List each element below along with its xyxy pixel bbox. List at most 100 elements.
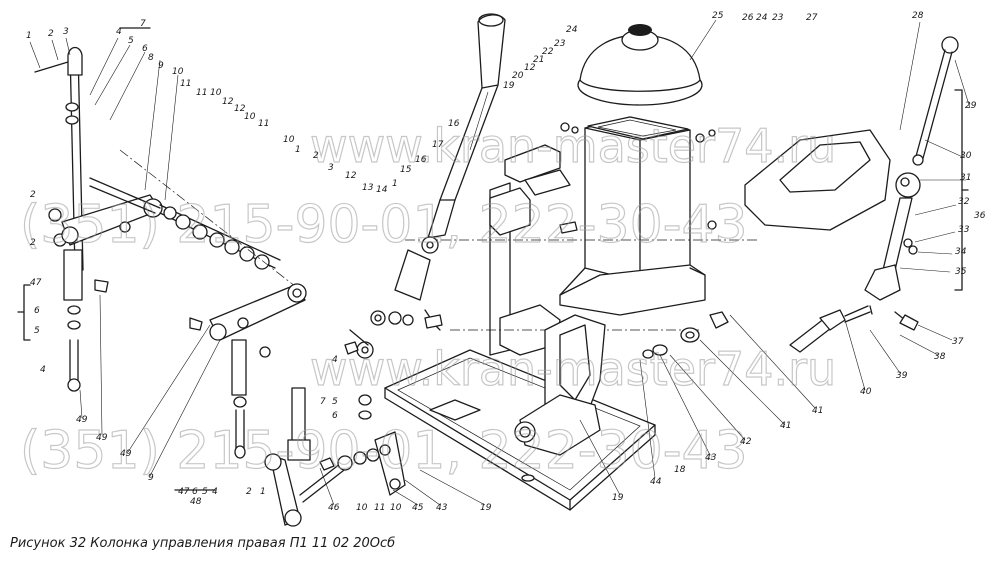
callout-28: 28: [912, 11, 924, 21]
callout-43: 43: [705, 453, 717, 463]
callout-12: 12: [234, 104, 246, 114]
callout-2: 2: [48, 29, 54, 39]
callout-9: 9: [158, 61, 164, 71]
callout-22: 22: [542, 47, 554, 57]
callout-35: 35: [955, 267, 967, 277]
callout-31: 31: [960, 173, 971, 183]
callout-46: 46: [328, 503, 340, 513]
callout-45: 45: [412, 503, 424, 513]
watermark: www.kran-master74.ru (351) 215-90-01, 22…: [19, 118, 836, 481]
callout-19: 19: [612, 493, 624, 503]
callout-38: 38: [934, 352, 946, 362]
callout-24: 24: [756, 13, 768, 23]
callout-11: 11: [196, 88, 207, 98]
left-arm: [61, 149, 301, 291]
callout-41: 41: [780, 421, 791, 431]
callout-12: 12: [524, 63, 536, 73]
callout-48: 48: [190, 497, 202, 507]
callout-23: 23: [772, 13, 784, 23]
callout-23: 23: [554, 39, 566, 49]
callout-6: 6: [332, 411, 338, 421]
callout-21: 21: [533, 55, 544, 65]
callout-6: 6: [34, 306, 40, 316]
callout-25: 25: [712, 11, 724, 21]
small-parts-housing: [424, 122, 717, 329]
callout-49: 49: [120, 449, 132, 459]
callout-30: 30: [960, 151, 972, 161]
callout-16: 16: [415, 155, 427, 165]
callout-10: 10: [210, 88, 222, 98]
callout-12: 12: [345, 171, 357, 181]
lever-bracket: [514, 314, 606, 456]
callout-5: 5: [332, 397, 338, 407]
callout-29: 29: [965, 101, 977, 111]
callout-16: 16: [448, 119, 460, 129]
callout-11: 11: [180, 79, 191, 89]
callout-32: 32: [958, 197, 970, 207]
callout-47: 47: [178, 487, 190, 497]
callout-19: 19: [503, 81, 515, 91]
callout-3: 3: [63, 27, 69, 37]
callout-4: 4: [116, 27, 122, 37]
callout-5: 5: [128, 36, 134, 46]
callout-1: 1: [392, 179, 398, 189]
callout-6: 6: [142, 44, 148, 54]
callout-1: 1: [295, 145, 301, 155]
callout-42: 42: [740, 437, 752, 447]
callout-40: 40: [860, 387, 872, 397]
callout-47: 47: [30, 278, 42, 288]
callout-36: 36: [974, 211, 986, 221]
callout-10: 10: [390, 503, 402, 513]
callout-14: 14: [376, 185, 388, 195]
callout-2: 2: [30, 238, 36, 248]
callout-10: 10: [283, 135, 295, 145]
callout-41: 41: [812, 406, 823, 416]
callout-4: 4: [212, 487, 218, 497]
callout-39: 39: [896, 371, 908, 381]
mid-link-arm: [189, 283, 307, 341]
callout-37: 37: [952, 337, 964, 347]
tray-cover: [744, 129, 891, 231]
callout-17: 17: [432, 140, 444, 150]
lower-clevis: [264, 387, 406, 527]
callout-7: 7: [320, 397, 326, 407]
callout-2: 2: [313, 151, 319, 161]
callout-11: 11: [258, 119, 269, 129]
callout-20: 20: [512, 71, 524, 81]
callout-19: 19: [480, 503, 492, 513]
callout-10: 10: [244, 112, 256, 122]
callout-4: 4: [40, 365, 46, 375]
callout-18: 18: [674, 465, 686, 475]
callout-2: 2: [30, 190, 36, 200]
watermark-phone-bottom: (351) 215-90-01, 222-30-43: [20, 421, 748, 481]
callout-1: 1: [26, 31, 32, 41]
callout-7: 7: [140, 19, 146, 29]
watermark-phone-top: (351) 215-90-01, 222-30-43: [20, 195, 748, 255]
center-pin-cluster: [344, 329, 374, 420]
callout-1: 1: [260, 487, 266, 497]
housing-box: [559, 116, 706, 316]
callout-43: 43: [436, 503, 448, 513]
callout-8: 8: [148, 53, 154, 63]
watermark-site-top: www.kran-master74.ru: [310, 119, 836, 173]
callout-11: 11: [374, 503, 385, 513]
group-brackets: [17, 27, 969, 491]
callout-10: 10: [356, 503, 368, 513]
shaft: [789, 305, 873, 353]
callout-3: 3: [328, 163, 334, 173]
callout-24: 24: [566, 25, 578, 35]
callout-49: 49: [76, 415, 88, 425]
callout-labels: 1 2 3 4 7 5 6 8 9 10 11 11 10 12 12 10 1…: [26, 11, 986, 513]
rubber-dome: [577, 24, 703, 106]
washers-right: [642, 311, 729, 359]
callout-5: 5: [34, 326, 40, 336]
callout-4: 4: [332, 355, 338, 365]
callout-12: 12: [222, 97, 234, 107]
callout-9: 9: [148, 473, 154, 483]
leader-lines: [29, 19, 971, 506]
figure-caption: Рисунок 32 Колонка управления правая П1 …: [10, 536, 396, 551]
right-lever-assembly: [864, 36, 959, 331]
lower-rod: [231, 339, 271, 459]
callout-49: 49: [96, 433, 108, 443]
callout-44: 44: [650, 477, 662, 487]
